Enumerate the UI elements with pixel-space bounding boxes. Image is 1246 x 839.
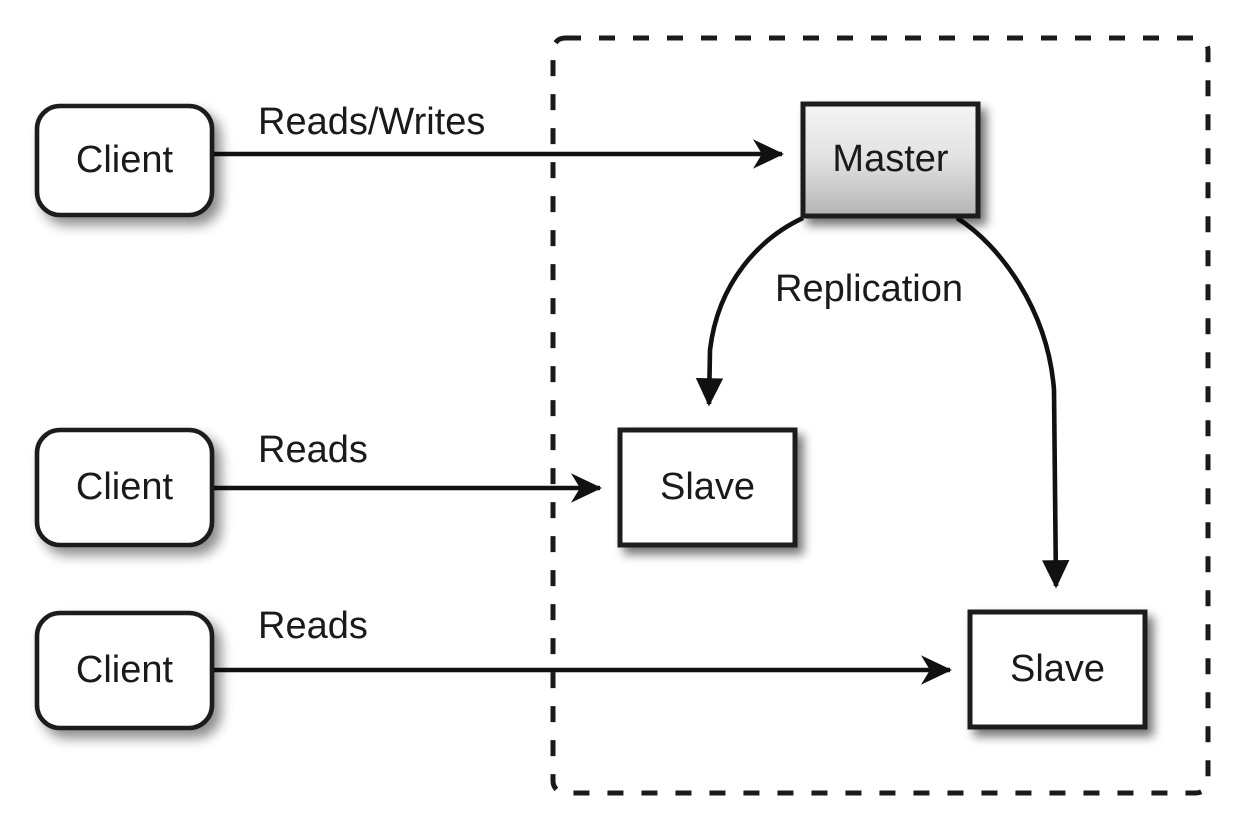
client-3-box [34,610,215,731]
edge-label-reads-writes: Reads/Writes [258,101,485,143]
client-2-box [34,427,215,548]
node-client-3[interactable]: Client [34,610,215,731]
edge-label-reads-slave-1: Reads [258,429,368,471]
slave-2-label: Slave [1010,648,1105,690]
master-label: Master [832,138,948,180]
slave-1-label: Slave [660,466,755,508]
node-client-1[interactable]: Client [34,103,215,218]
client-3-label: Client [76,649,174,691]
node-slave-1[interactable]: Slave [617,427,798,548]
client-1-label: Client [76,139,174,181]
client-2-label: Client [76,466,174,508]
edge-master-slave2-curve [955,216,1070,589]
database-cluster-boundary [550,35,1211,796]
slave-1-box [617,427,798,548]
node-master[interactable]: Master [800,101,981,219]
client-1-box [34,103,215,218]
master-box [800,101,981,219]
slave-2-box [967,609,1148,730]
node-client-2[interactable]: Client [34,427,215,548]
edge-master-slave1-curve [695,215,804,407]
node-slave-2[interactable]: Slave [967,609,1148,730]
edge-label-replication: Replication [775,268,963,310]
edge-label-reads-slave-2: Reads [258,605,368,647]
